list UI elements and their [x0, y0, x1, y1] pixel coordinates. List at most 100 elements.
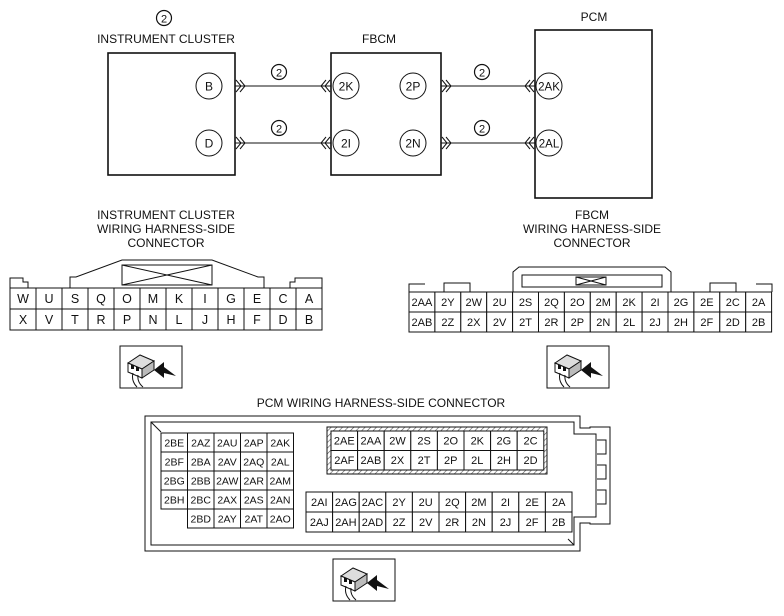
pcm-pin-cell: 2Q: [438, 491, 467, 513]
pin-label: 2K: [471, 436, 485, 448]
fbcm-pin-cell: 2W: [460, 291, 488, 313]
fbcm-pin-cell: 2N: [589, 311, 617, 333]
pin-label: 2Y: [441, 297, 455, 309]
pcm-pin-cell: 2AR: [240, 470, 268, 491]
pcm-pin-cell: 2BE: [160, 432, 188, 453]
fbcm-pin-cell: 2Y: [434, 291, 462, 313]
fbcm-connector-title-line: CONNECTOR: [553, 236, 630, 250]
fbcm-pin-cell: 2R: [538, 311, 565, 333]
ic-pin-cell: O: [113, 287, 141, 310]
pcm-pin-cell: 2D: [516, 450, 545, 471]
pcm-pin-cell: 2BD: [187, 508, 215, 529]
pin-label: 2AQ: [243, 456, 264, 468]
pin-label: 2M: [471, 497, 486, 509]
pin-label: 2AW: [216, 475, 238, 487]
pin-label: F: [253, 313, 261, 327]
ic-connector-title-line: CONNECTOR: [127, 236, 204, 250]
instrument-cluster-box: [107, 52, 236, 176]
pcm-pin-cell: 2AA: [357, 430, 385, 451]
pcm-pin-cell: 2AO: [266, 508, 294, 529]
pin-label: 2H: [497, 455, 511, 467]
fbcm-connector-title-line: WIRING HARNESS-SIDE: [523, 222, 661, 236]
pin-label: 2AF: [334, 455, 354, 467]
pin-label: H: [226, 313, 235, 327]
pin-label: V: [45, 313, 54, 327]
pcm-pin-cell: 2AJ: [305, 511, 334, 533]
pcm-pin-cell: 2AB: [357, 450, 385, 471]
ic-pin-cell: M: [139, 287, 167, 310]
ic-connector-outline: [9, 259, 323, 288]
ic-pin-cell: G: [217, 287, 245, 310]
harness-side-plug-icon: [546, 345, 610, 389]
pin-label: 2Q: [544, 297, 559, 309]
ic-pin-cell: D: [269, 308, 297, 331]
pin-label: A: [305, 292, 314, 306]
pin-label: 2Z: [393, 517, 406, 529]
pcm-pin-cell: 2AG: [332, 491, 360, 513]
pcm-pin-cell: 2J: [491, 511, 520, 533]
pcm-pin-cell: 2BC: [187, 489, 215, 510]
fbcm-pin-cell: 2E: [693, 291, 721, 313]
ic-connector-title-line: INSTRUMENT CLUSTER: [97, 208, 235, 222]
ic-pin-cell: F: [243, 308, 271, 331]
ic-pin-cell: V: [35, 308, 63, 331]
pin-label: 2J: [649, 317, 661, 329]
pin-label: 2S: [519, 297, 532, 309]
wire-marker: 2: [473, 119, 491, 137]
pcm-pin-cell: 2BB: [187, 470, 215, 491]
pcm-pin-cell: 2BG: [160, 470, 188, 491]
harness-side-plug-icon: [119, 345, 183, 389]
pin-label: 2I: [650, 297, 659, 309]
fbcm-pin-cell: 2J: [641, 311, 669, 333]
fbcm-pin-cell: 2G: [667, 291, 695, 313]
pcm-pin-cell: 2AK: [266, 432, 294, 453]
pin-label: 2BH: [164, 494, 184, 506]
pcm-pin-cell: 2U: [411, 491, 440, 513]
fbcm-pin-cell: 2I: [641, 291, 669, 313]
pin-label: 2F: [700, 317, 713, 329]
pin-label: 2B: [752, 317, 765, 329]
pcm-pin-cell: 2A: [544, 491, 573, 513]
ic-pin-cell: Q: [87, 287, 115, 310]
svg-text:2K: 2K: [339, 80, 354, 94]
ic-pin-cell: U: [35, 287, 63, 310]
fbcm-pin-cell: 2H: [667, 311, 695, 333]
fbcm-pin-cell: 2D: [719, 311, 747, 333]
pin-label: 2AG: [335, 497, 357, 509]
pcm-pin-cell: 2AT: [240, 508, 268, 529]
pin-label: O: [122, 292, 132, 306]
pin-label: 2AY: [218, 513, 237, 525]
pcm-pin-cell: 2C: [516, 430, 545, 451]
pin-label: 2Y: [392, 497, 406, 509]
wire-marker: 2: [473, 63, 491, 81]
pcm-pin-cell: 2L: [463, 450, 492, 471]
pin-label: 2AT: [245, 513, 264, 525]
pin-label: 2W: [466, 297, 483, 309]
pin-label: 2C: [523, 436, 537, 448]
ic-pin-cell: J: [191, 308, 219, 331]
pin-label: 2P: [444, 455, 457, 467]
pin-label: 2T: [418, 455, 431, 467]
pin-label: 2BA: [191, 456, 211, 468]
pcm-pin-cell: 2P: [436, 450, 465, 471]
pin-label: E: [253, 292, 261, 306]
fbcm-pin-2p: 2P: [399, 72, 427, 100]
pin-label: 2D: [523, 455, 537, 467]
pin-label: 2Q: [445, 497, 460, 509]
ic-pin-cell: H: [217, 308, 245, 331]
pin-label: 2AL: [271, 456, 290, 468]
pin-label: X: [19, 313, 28, 327]
fbcm-pin-cell: 2L: [615, 311, 643, 333]
pin-label: 2V: [493, 317, 507, 329]
pin-label: 2X: [467, 317, 481, 329]
pcm-pin-cell: 2AI: [305, 491, 334, 513]
ic-pin-cell: X: [9, 308, 37, 331]
pin-label: 2AO: [270, 513, 291, 525]
pin-label: 2M: [596, 297, 611, 309]
pin-label: 2L: [471, 455, 483, 467]
ic-pin-d: D: [195, 129, 223, 157]
pin-label: D: [278, 313, 287, 327]
svg-text:2AL: 2AL: [539, 139, 560, 151]
